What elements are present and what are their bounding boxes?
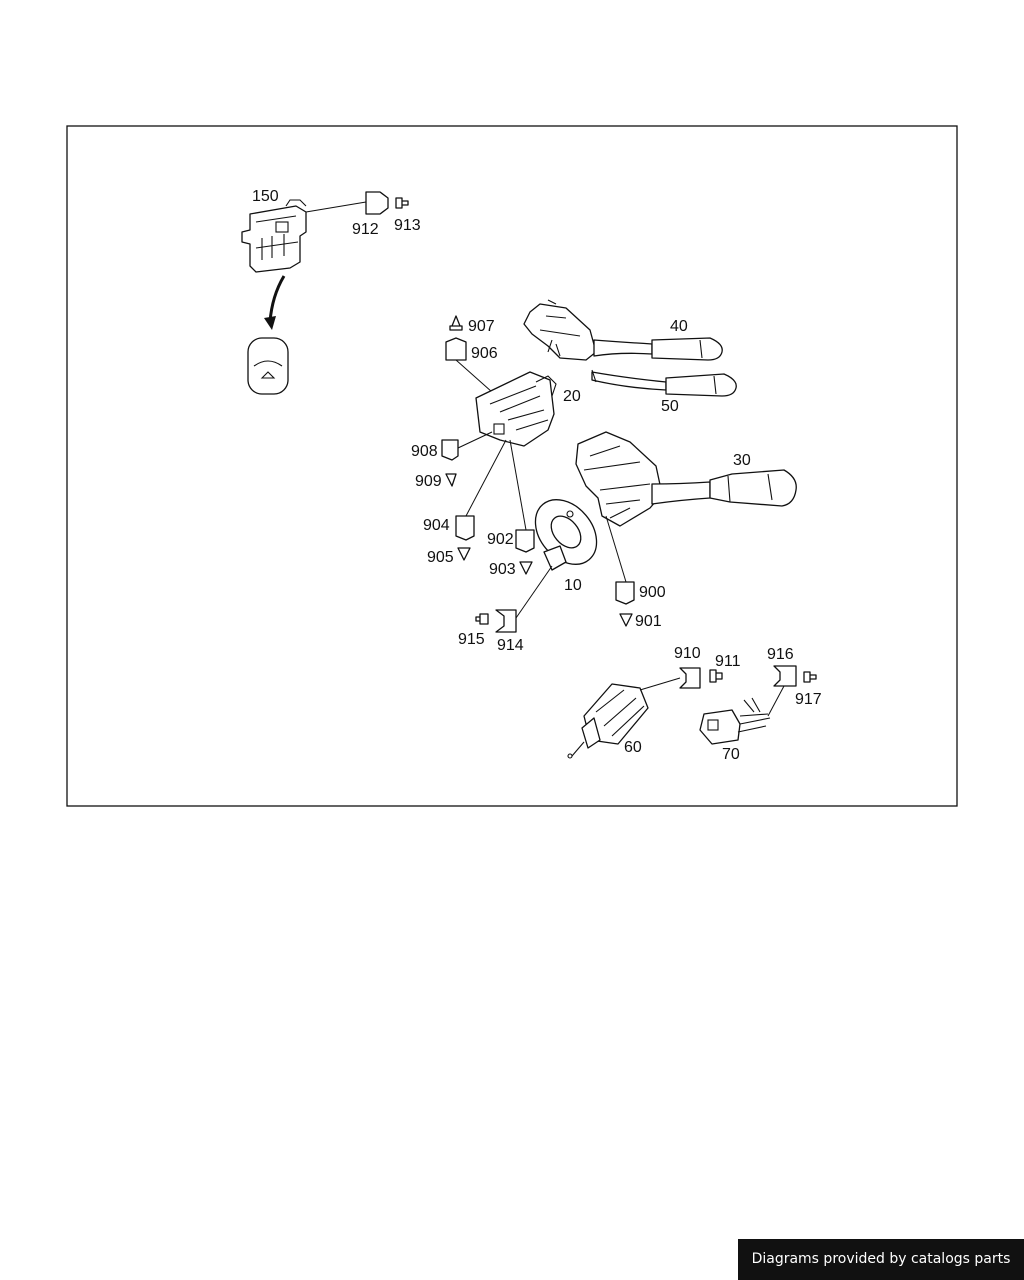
connector-902[interactable] [515, 529, 535, 553]
connector-910[interactable] [679, 667, 701, 689]
part-30-light-stalk[interactable] [575, 431, 797, 527]
callout-906: 906 [471, 345, 498, 362]
callout-911: 911 [715, 653, 741, 670]
callout-909: 909 [415, 473, 442, 490]
callout-908: 908 [411, 443, 438, 460]
callout-905: 905 [427, 549, 454, 566]
callout-30: 30 [733, 452, 751, 469]
arrow-150-head [264, 316, 276, 330]
callout-912: 912 [352, 221, 379, 238]
screw-905[interactable] [457, 547, 471, 561]
screw-907[interactable] [449, 315, 463, 331]
credit-banner: Diagrams provided by catalogs parts [738, 1239, 1024, 1280]
part-40-stalk-switch[interactable] [523, 299, 723, 361]
part-50-stalk-switch[interactable] [591, 369, 737, 397]
connector-904[interactable] [455, 515, 475, 541]
callout-901: 901 [635, 613, 662, 630]
callout-10: 10 [564, 577, 582, 594]
part-10-clockspring[interactable] [523, 488, 609, 577]
callout-904: 904 [423, 517, 450, 534]
diagram-frame [66, 125, 958, 807]
callout-907: 907 [468, 318, 495, 335]
screw-917[interactable] [803, 671, 817, 683]
callout-913: 913 [394, 217, 421, 234]
callout-903: 903 [489, 561, 516, 578]
callout-917: 917 [795, 691, 822, 708]
callout-60: 60 [624, 739, 642, 756]
callout-914: 914 [497, 637, 524, 654]
callout-915: 915 [458, 631, 485, 648]
connector-916[interactable] [773, 665, 797, 687]
connector-908[interactable] [441, 439, 459, 461]
part-150-switch-housing[interactable] [241, 199, 307, 273]
screw-911[interactable] [709, 669, 723, 683]
screw-913[interactable] [395, 197, 409, 209]
callout-916: 916 [767, 646, 794, 663]
callout-150: 150 [252, 188, 279, 205]
arrow-150 [268, 275, 286, 323]
part-70-sensor[interactable] [699, 697, 771, 745]
part-60-brake-switch[interactable] [567, 683, 649, 759]
connector-912[interactable] [365, 191, 389, 215]
callout-20: 20 [563, 388, 581, 405]
window-switch-button[interactable] [247, 337, 289, 395]
screw-901[interactable] [619, 613, 633, 627]
callout-902: 902 [487, 531, 514, 548]
connector-906[interactable] [445, 337, 467, 361]
connector-900[interactable] [615, 581, 635, 605]
callout-910: 910 [674, 645, 701, 662]
callout-900: 900 [639, 584, 666, 601]
callout-70: 70 [722, 746, 740, 763]
connector-914[interactable] [495, 609, 517, 633]
screw-915[interactable] [475, 613, 489, 625]
callout-50: 50 [661, 398, 679, 415]
screw-903[interactable] [519, 561, 533, 575]
callout-40: 40 [670, 318, 688, 335]
part-20-control-unit[interactable] [475, 371, 557, 447]
screw-909[interactable] [445, 473, 457, 487]
